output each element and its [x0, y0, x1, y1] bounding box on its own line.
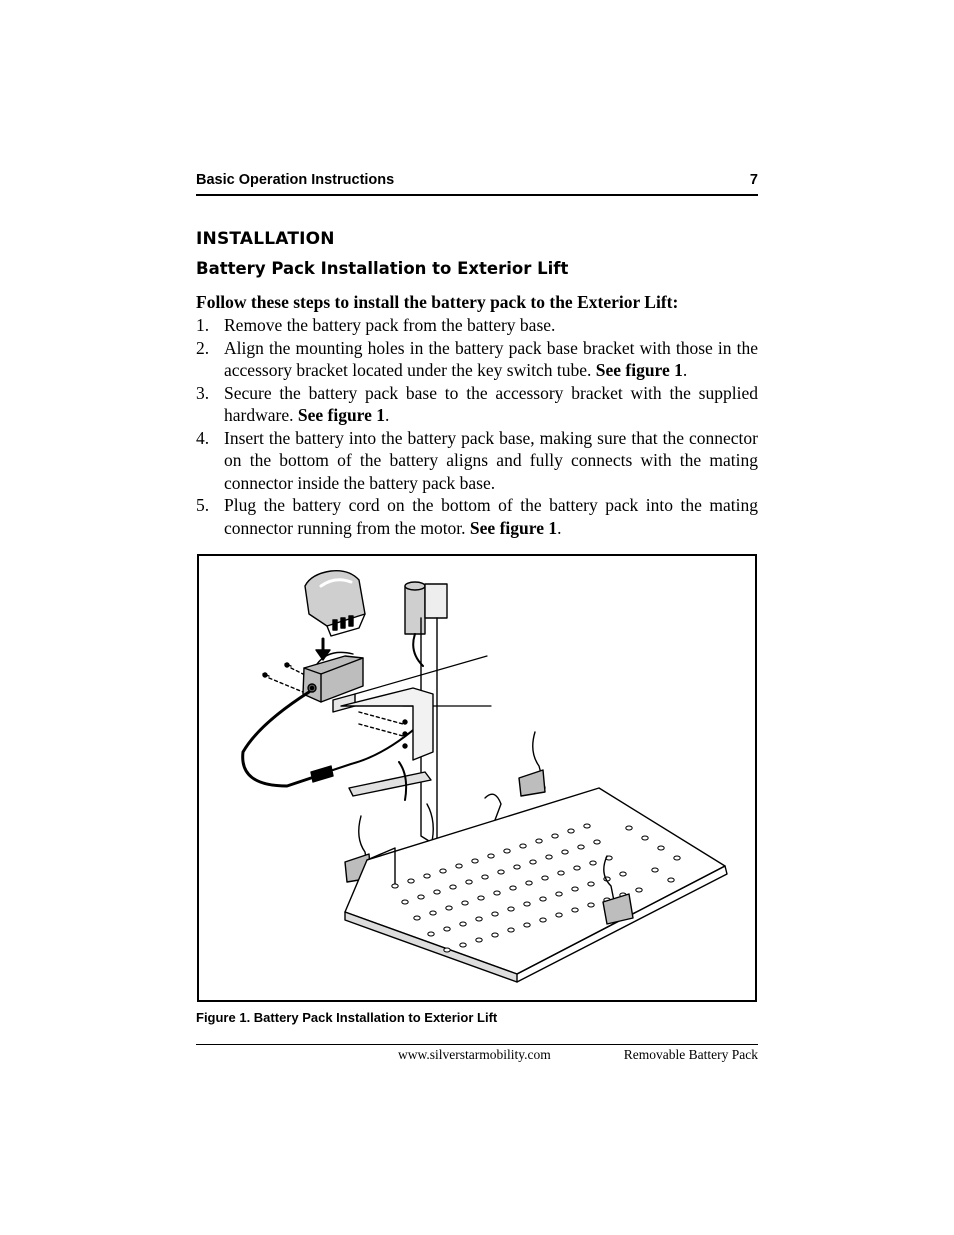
- instructions-intro: Follow these steps to install the batter…: [196, 292, 679, 312]
- step-end: .: [557, 517, 562, 538]
- step-end: .: [385, 405, 390, 425]
- subsection-title: Battery Pack Installation to Exterior Li…: [196, 259, 569, 278]
- step-text: Plug the battery cord on the bottom of t…: [224, 495, 758, 538]
- step-number: 3.: [196, 382, 210, 403]
- figure-box: [197, 554, 757, 1002]
- step-text: Insert the battery into the battery pack…: [224, 427, 758, 493]
- step-item: 5. Plug the battery cord on the bottom of…: [196, 494, 758, 539]
- footer-url: www.silverstarmobility.com: [398, 1047, 551, 1062]
- battery-base-illustration: [302, 651, 364, 713]
- step-item: 1. Remove the battery pack from the batte…: [196, 314, 758, 337]
- section-title: INSTALLATION: [196, 229, 335, 249]
- step-item: 2. Align the mounting holes in the batter…: [196, 337, 758, 382]
- step-text: Secure the battery pack base to the acce…: [224, 382, 758, 426]
- step-text: Align the mounting holes in the battery …: [224, 337, 758, 381]
- page-number: 7: [749, 172, 758, 188]
- figure-reference: See figure 1: [595, 360, 683, 380]
- figure-reference: See figure 1: [297, 405, 386, 425]
- figure-caption: Figure 1. Battery Pack Installation to E…: [196, 1010, 498, 1025]
- step-item: 4. Insert the battery into the battery pa…: [196, 427, 758, 495]
- footer-divider: [196, 1044, 758, 1045]
- step-number: 2.: [196, 337, 210, 358]
- step-number: 4.: [196, 427, 210, 448]
- step-text: Remove the battery pack from the battery…: [224, 315, 556, 335]
- step-number: 5.: [196, 495, 210, 515]
- lift-illustration: [241, 570, 728, 983]
- step-end: .: [682, 360, 688, 380]
- installation-steps: 1. Remove the battery pack from the batte…: [196, 314, 758, 539]
- battery-pack-illustration: [304, 570, 366, 637]
- lift-post-illustration: [404, 581, 448, 847]
- step-item: 3. Secure the battery pack base to the ac…: [196, 382, 758, 427]
- page-header: Basic Operation Instructions 7: [196, 172, 758, 196]
- footer-document-title: Removable Battery Pack: [623, 1047, 758, 1062]
- header-title: Basic Operation Instructions: [196, 172, 395, 188]
- step-number: 1.: [196, 315, 210, 335]
- figure-reference: See figure 1: [469, 517, 558, 538]
- lift-platform-illustration: [344, 787, 728, 983]
